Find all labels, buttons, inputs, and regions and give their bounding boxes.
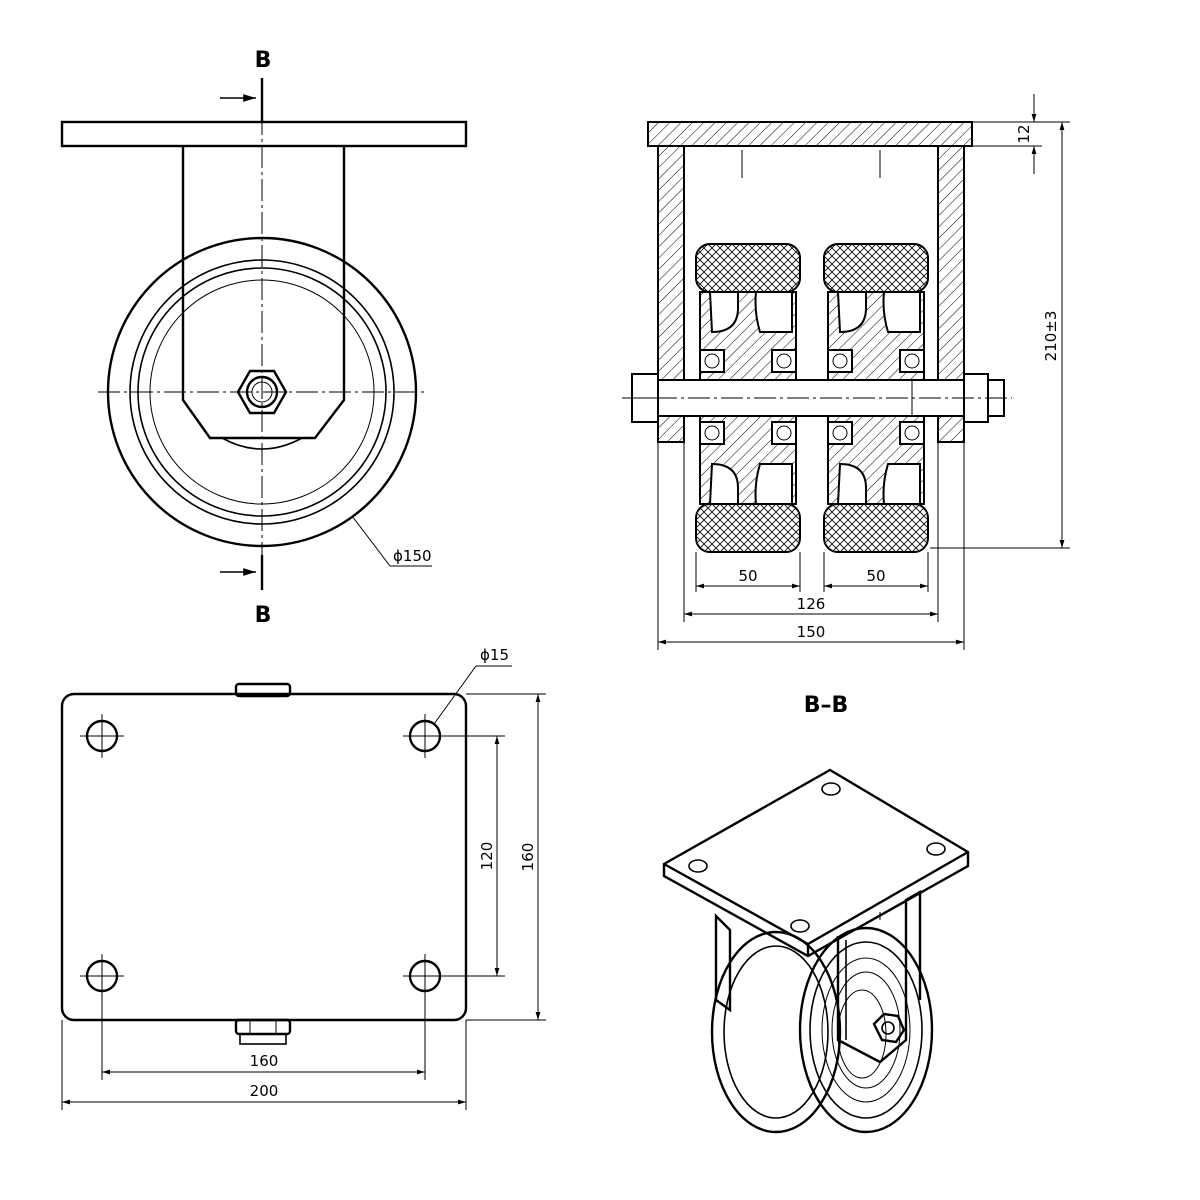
hole-spacing-vertical-label: 120 [478, 842, 496, 871]
wheel-width-left-label: 50 [738, 567, 757, 585]
total-height-label: 210±3 [1042, 311, 1060, 362]
iso-mounting-hole [821, 782, 841, 796]
iso-wheel-front [798, 926, 934, 1134]
wheel-left-section [695, 243, 801, 553]
mounting-plate-front [60, 120, 468, 148]
iso-fork [714, 913, 732, 1013]
axle-nut-icon [236, 369, 288, 415]
outer-span-label: 150 [797, 623, 826, 641]
mounting-plate-top [60, 692, 468, 1022]
hole-spacing-horizontal-label: 160 [250, 1052, 279, 1070]
inner-span-label: 126 [797, 595, 826, 613]
section-view: 12 210±3 50 50 126 150 B–B [622, 94, 1070, 718]
wheel-diameter-label: ϕ150 [393, 547, 432, 565]
section-title: B–B [804, 693, 849, 718]
wheel-width-right-label: 50 [866, 567, 885, 585]
front-view: B B ϕ150 [60, 48, 468, 628]
top-view: ϕ15 120 160 160 200 [60, 646, 546, 1110]
iso-mounting-hole [926, 842, 946, 856]
section-marker-bottom: B [255, 603, 272, 628]
fork-front [181, 146, 346, 440]
iso-wheel-back [710, 930, 842, 1134]
iso-axle-nut-icon [872, 1012, 906, 1044]
plate-depth-label: 160 [519, 843, 537, 872]
isometric-view [662, 768, 970, 1134]
mounting-plate-section [647, 121, 973, 147]
iso-mounting-plate [662, 768, 970, 958]
plate-thickness-label: 12 [1015, 124, 1033, 143]
plate-width-label: 200 [250, 1082, 279, 1100]
section-marker-top: B [255, 48, 272, 73]
hole-diameter-label: ϕ15 [480, 646, 509, 664]
iso-mounting-hole [688, 859, 708, 873]
wheel-right-section [823, 243, 929, 553]
iso-mounting-hole [790, 919, 810, 933]
